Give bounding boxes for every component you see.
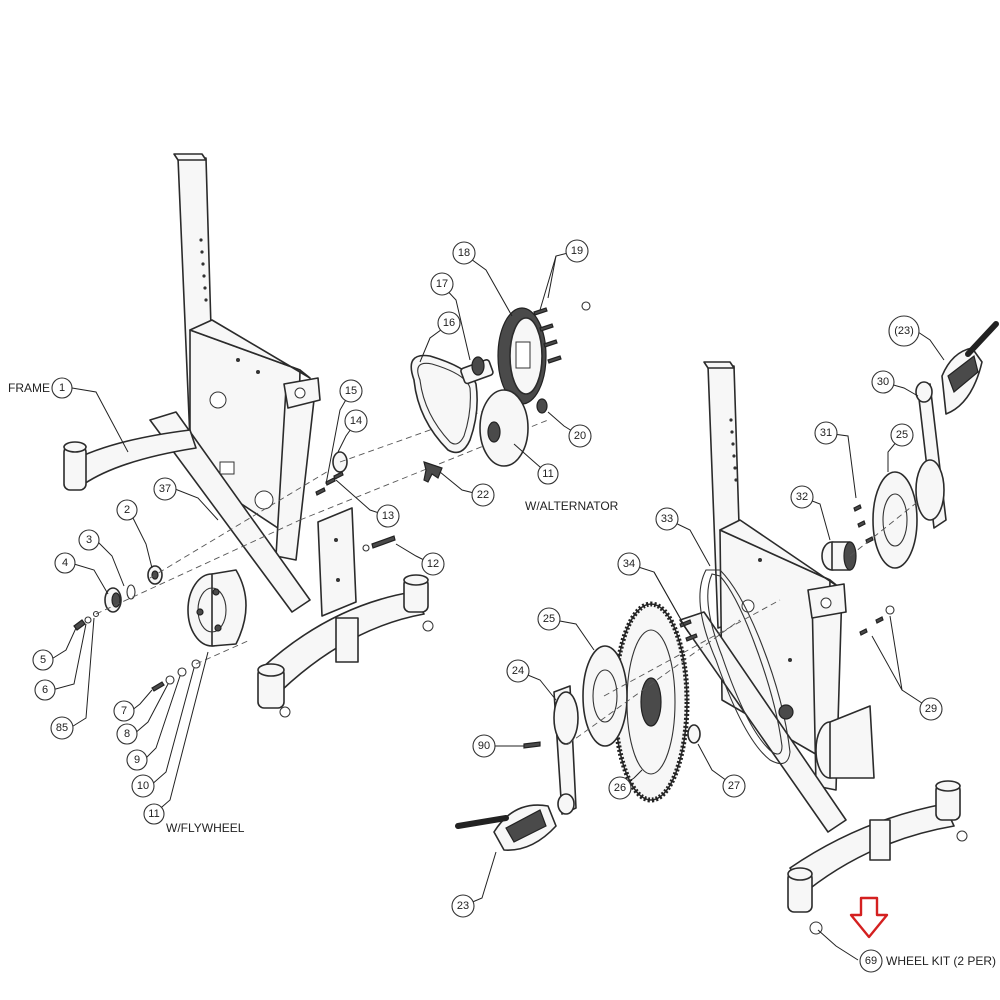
callout-29: 29 [919,697,943,721]
callout-7: 7 [113,700,135,722]
callout-33: 33 [655,507,679,531]
svg-text:8: 8 [124,728,130,740]
callout-27: 27 [722,774,746,798]
callout-32: 32 [790,485,814,509]
callout-17: 17 [430,272,454,296]
svg-text:15: 15 [345,385,357,397]
svg-text:25: 25 [543,613,555,625]
svg-text:6: 6 [42,684,48,696]
alternator-assembly [410,301,591,483]
svg-text:34: 34 [623,558,635,570]
callout-12: 12 [421,552,445,576]
svg-text:10: 10 [137,780,149,792]
svg-text:29: 29 [925,703,937,715]
callout-85: 85 [50,716,74,740]
svg-text:31: 31 [820,427,832,439]
callout-23-pedal-bottom: 23 [451,894,475,918]
callout-5: 5 [32,649,54,671]
svg-text:7: 7 [121,705,127,717]
svg-text:33: 33 [661,513,673,525]
callout-30: 30 [871,370,895,394]
callout-23-pedal-top: (23) [888,315,920,347]
svg-text:37: 37 [159,483,171,495]
svg-text:90: 90 [478,740,490,752]
callout-6: 6 [34,679,56,701]
svg-text:11: 11 [148,808,159,820]
svg-text:9: 9 [134,754,140,766]
callout-11-alternator: 11 [537,463,559,485]
callout-14: 14 [344,409,368,433]
svg-text:13: 13 [382,510,394,522]
caption-alternator: W/ALTERNATOR [525,499,619,513]
svg-text:1: 1 [59,382,65,394]
svg-text:19: 19 [571,245,583,257]
callout-26: 26 [608,776,632,800]
svg-text:32: 32 [796,491,808,503]
callout-16: 16 [437,311,461,335]
svg-text:30: 30 [877,376,889,388]
callout-13: 13 [376,504,400,528]
svg-text:12: 12 [427,558,439,570]
callout-3: 3 [78,529,100,551]
svg-text:3: 3 [86,534,92,546]
callout-bubbles: 1 2 3 4 5 6 85 7 8 9 10 11 37 12 13 14 1… [32,239,943,973]
callout-2: 2 [116,499,138,521]
callout-19: 19 [565,239,589,263]
svg-text:11: 11 [542,468,553,480]
left-frame-assembly [63,153,549,718]
svg-text:17: 17 [436,278,448,290]
callout-25-left: 25 [537,607,561,631]
svg-text:85: 85 [56,722,68,734]
callout-8: 8 [116,723,138,745]
svg-text:14: 14 [350,415,362,427]
callout-9: 9 [126,749,148,771]
svg-text:16: 16 [443,317,455,329]
caption-frame: FRAME [8,381,50,395]
callout-1: 1 [51,377,73,399]
svg-text:18: 18 [458,247,470,259]
callout-11-flywheel: 11 [143,803,165,825]
callout-31: 31 [814,421,838,445]
callout-22: 22 [471,483,495,507]
callout-34: 34 [617,552,641,576]
svg-text:5: 5 [40,654,46,666]
right-frame-assembly [455,321,999,935]
svg-text:(23): (23) [894,325,914,337]
svg-text:20: 20 [574,430,586,442]
callout-15: 15 [339,379,363,403]
callout-90: 90 [472,734,496,758]
caption-wheel-kit: WHEEL KIT (2 PER) [886,954,996,968]
callout-10: 10 [131,774,155,798]
caption-flywheel: W/FLYWHEEL [166,821,245,835]
callout-4: 4 [54,552,76,574]
callout-25-right: 25 [890,423,914,447]
svg-text:69: 69 [865,955,877,967]
svg-text:4: 4 [62,557,68,569]
callout-69: 69 [859,949,883,973]
svg-text:22: 22 [477,489,489,501]
callout-20: 20 [568,424,592,448]
svg-text:24: 24 [512,665,524,677]
svg-text:23: 23 [457,900,469,912]
down-arrow-icon [849,896,889,939]
callout-18: 18 [452,241,476,265]
svg-text:26: 26 [614,782,626,794]
svg-text:25: 25 [896,429,908,441]
callout-37: 37 [153,477,177,501]
svg-text:2: 2 [124,504,130,516]
callout-24: 24 [506,659,530,683]
svg-text:27: 27 [728,780,740,792]
